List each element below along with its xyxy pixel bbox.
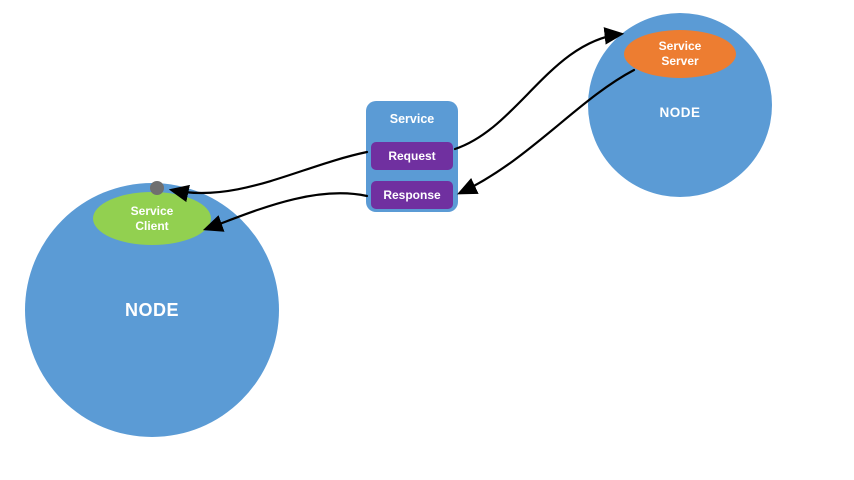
service-server-oval: Service Server bbox=[624, 30, 736, 78]
left-node-label: NODE bbox=[124, 299, 179, 320]
connection-dot bbox=[150, 181, 164, 195]
service-server-label: Service Server bbox=[658, 39, 702, 68]
request-box: Request bbox=[371, 142, 453, 170]
response-label: Response bbox=[383, 188, 441, 202]
service-box-title: Service bbox=[389, 112, 435, 126]
right-node-label: NODE bbox=[659, 104, 701, 120]
response-box: Response bbox=[371, 181, 453, 209]
service-client-label: Service Client bbox=[130, 203, 174, 233]
service-box: Service Request Response bbox=[366, 101, 458, 212]
arrow-request-to-client-dot bbox=[168, 150, 369, 203]
request-label: Request bbox=[388, 149, 436, 163]
service-client-oval: Service Client bbox=[93, 192, 211, 245]
